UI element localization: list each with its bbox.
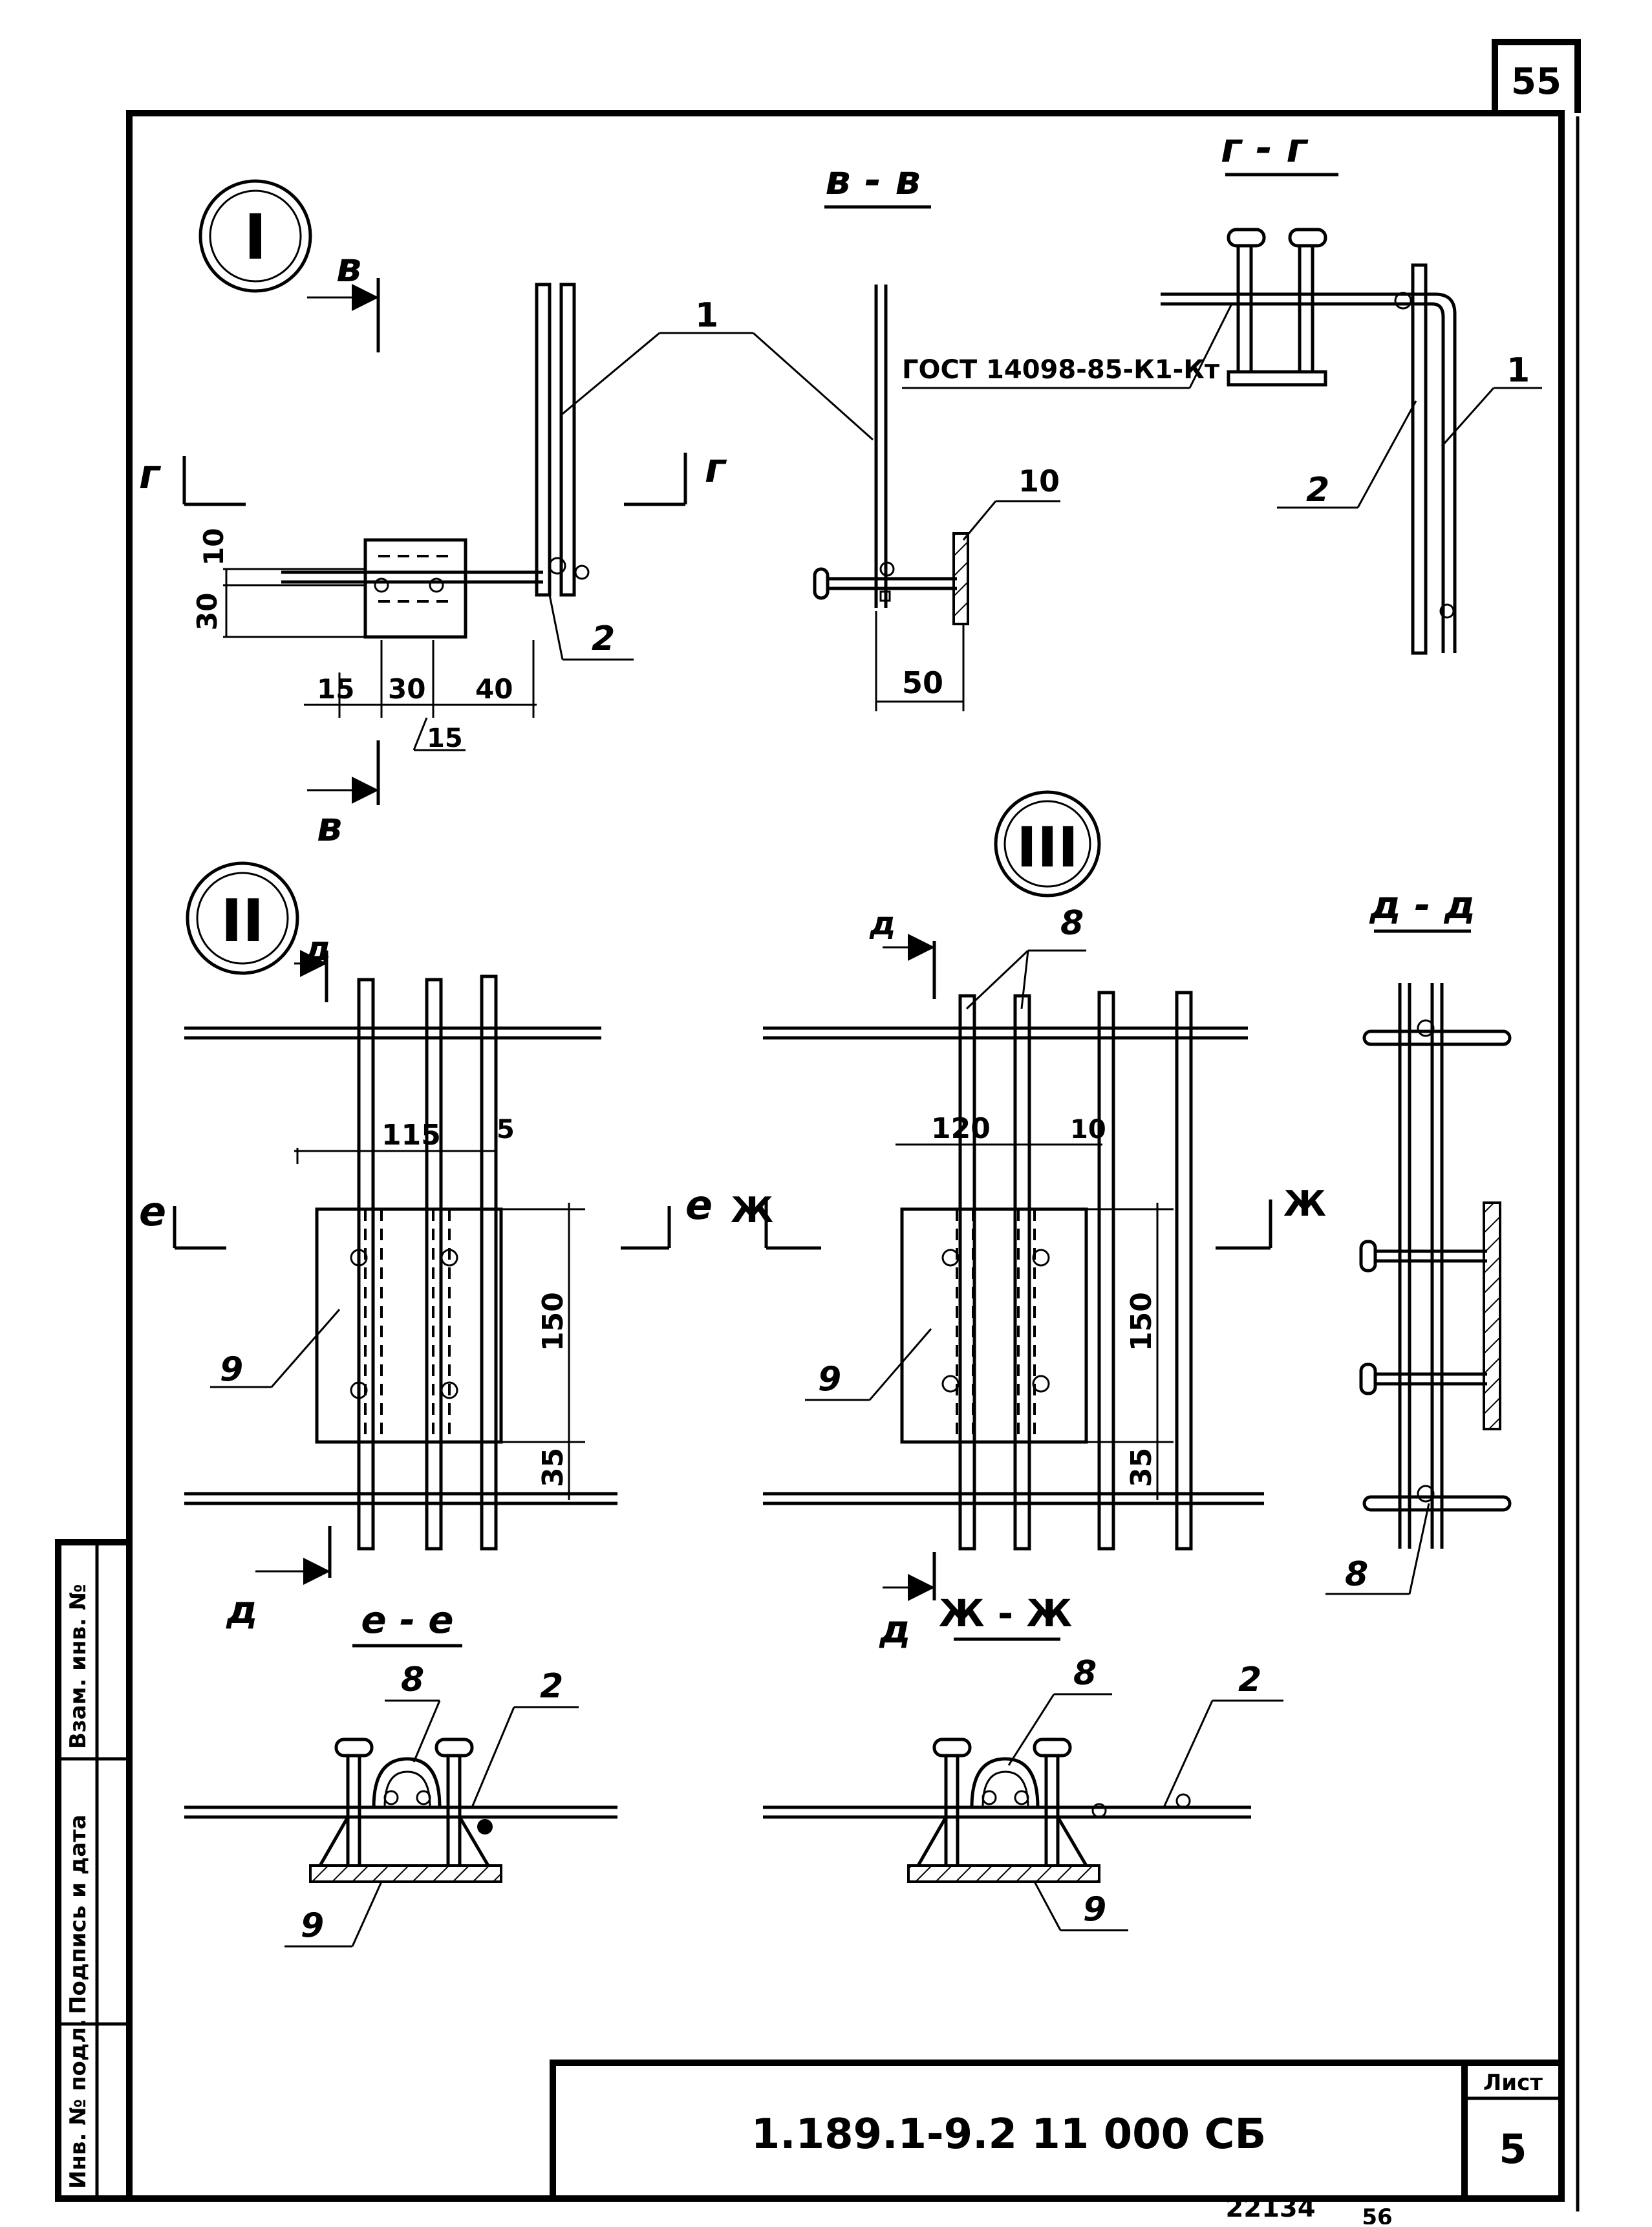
section-mark-g-left: г bbox=[139, 451, 162, 498]
page-number-box: 55 bbox=[1492, 39, 1581, 113]
view-3-callout-9: 9 bbox=[818, 1360, 841, 1399]
sheet-label: Лист bbox=[1483, 2070, 1543, 2096]
title-block: 1.189.1-9.2 11 000 СБ Лист 5 bbox=[550, 2060, 1565, 2202]
view-1: I в в г г 10 30 bbox=[139, 179, 753, 850]
section-ee-callout-9: 9 bbox=[301, 1906, 324, 1945]
section-zhzh-callout-2: 2 bbox=[1238, 1661, 1261, 1699]
view-1-callout-1: 1 bbox=[695, 296, 718, 335]
section-vv: в - в ГОСТ 14098-85-К1-Кт 10 50 bbox=[753, 156, 1233, 711]
section-ee-callout-2: 2 bbox=[540, 1667, 563, 1706]
section-mark-e-right: е bbox=[685, 1181, 713, 1229]
view-2-label: II bbox=[221, 887, 264, 955]
view-3-dim-120: 120 bbox=[931, 1112, 991, 1145]
view-3: III д д Ж Ж bbox=[731, 790, 1326, 1652]
view-1-dim-15-bottom: 15 bbox=[427, 724, 463, 753]
drawing-frame bbox=[126, 110, 1580, 2211]
view-3-dim-150: 150 bbox=[1125, 1292, 1158, 1351]
stamp-inv-podl: Инв. № подл. bbox=[65, 2019, 91, 2189]
section-dd-title: д - д bbox=[1369, 883, 1475, 928]
section-gg-title: г - г bbox=[1221, 124, 1309, 171]
view-1-dim-30-horizontal: 30 bbox=[388, 673, 425, 705]
footer-number: 22134 bbox=[1225, 2193, 1315, 2223]
section-mark-d-bottom-3: д bbox=[879, 1607, 910, 1652]
section-zhzh: Ж - Ж 8 2 9 bbox=[763, 1591, 1283, 1931]
section-ee-callout-8: 8 bbox=[401, 1661, 424, 1699]
section-gg-callout-2: 2 bbox=[1306, 471, 1329, 510]
section-gg: г - г 1 2 bbox=[1161, 124, 1542, 655]
view-3-label: III bbox=[1016, 815, 1078, 880]
section-mark-e-left: е bbox=[139, 1188, 166, 1235]
section-zhzh-callout-8: 8 bbox=[1073, 1654, 1097, 1693]
section-zhzh-title: Ж - Ж bbox=[939, 1591, 1072, 1635]
view-2-dim-115: 115 bbox=[381, 1119, 441, 1152]
section-vv-dim-50: 50 bbox=[902, 665, 943, 700]
section-ee: е - е 8 2 9 bbox=[184, 1598, 617, 1948]
view-3-dim-35: 35 bbox=[1125, 1448, 1158, 1487]
view-1-dim-30-vertical: 30 bbox=[191, 593, 223, 630]
view-2-dim-5: 5 bbox=[497, 1115, 515, 1145]
view-3-callout-8: 8 bbox=[1060, 904, 1084, 943]
view-2-callout-9: 9 bbox=[220, 1350, 243, 1389]
section-mark-zh-left: Ж bbox=[731, 1190, 773, 1231]
view-2-dim-35: 35 bbox=[537, 1448, 570, 1487]
section-dd: д - д 8 bbox=[1325, 883, 1512, 1595]
section-zhzh-callout-9: 9 bbox=[1083, 1890, 1106, 1929]
section-gg-callout-1: 1 bbox=[1507, 351, 1530, 390]
gost-label: ГОСТ 14098-85-К1-Кт bbox=[902, 355, 1220, 385]
section-mark-d-top-2: д bbox=[303, 930, 331, 969]
section-mark-g-right: г bbox=[705, 444, 727, 491]
side-stamp: Инв. № подл. Подпись и дата Взам. инв. № bbox=[55, 1539, 133, 2202]
section-vv-callout-10: 10 bbox=[1018, 464, 1060, 499]
section-vv-title: в - в bbox=[825, 156, 920, 204]
page-number: 55 bbox=[1511, 61, 1561, 103]
section-dd-callout-8: 8 bbox=[1345, 1555, 1368, 1594]
view-1-dim-10: 10 bbox=[198, 528, 230, 566]
document-code: 1.189.1-9.2 11 000 СБ bbox=[751, 2111, 1266, 2158]
view-2-dim-150: 150 bbox=[537, 1292, 570, 1351]
view-1-label: I bbox=[244, 201, 267, 274]
footer-small: 56 bbox=[1362, 2204, 1392, 2224]
stamp-vzam-inv: Взам. инв. № bbox=[65, 1584, 91, 1749]
section-mark-v-top: в bbox=[336, 244, 361, 291]
view-2: II д д е е 1 bbox=[139, 861, 713, 1633]
sheet-number: 5 bbox=[1499, 2125, 1527, 2173]
view-3-dim-10: 10 bbox=[1070, 1115, 1106, 1145]
section-mark-v-bottom: в bbox=[317, 803, 342, 850]
view-1-callout-2: 2 bbox=[592, 619, 615, 658]
section-mark-d-top-3: д bbox=[869, 905, 896, 942]
section-mark-zh-right: Ж bbox=[1283, 1183, 1326, 1224]
view-1-dim-40: 40 bbox=[475, 673, 513, 705]
section-mark-d-bottom-2: д bbox=[226, 1587, 257, 1633]
stamp-podpis-data: Подпись и дата bbox=[65, 1814, 91, 2014]
view-1-dim-15-left: 15 bbox=[317, 673, 354, 705]
section-ee-title: е - е bbox=[361, 1598, 453, 1642]
